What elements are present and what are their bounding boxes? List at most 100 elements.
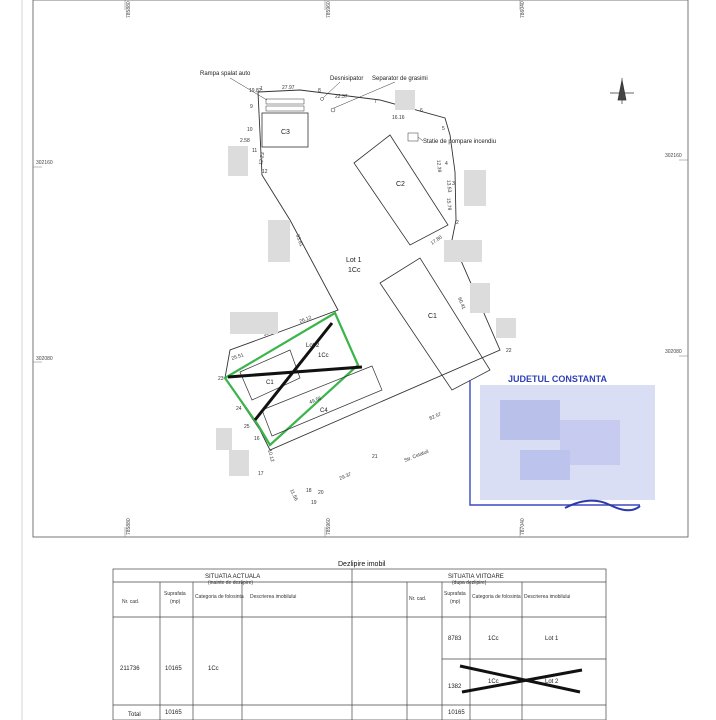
- cell-categoria: 1Cc: [208, 666, 219, 672]
- point-number: 11: [252, 148, 257, 154]
- building-c3: [261, 112, 309, 148]
- lot2-category: 1Cc: [318, 353, 329, 359]
- grid-label: 787040: [520, 518, 526, 535]
- dimension-label: 11.56: [288, 488, 299, 502]
- dimension-label: 16.16: [392, 115, 405, 121]
- point-number: 23: [218, 376, 224, 382]
- grid-label: 302080: [36, 356, 53, 362]
- north-arrow-icon: [610, 78, 634, 104]
- col-header: Nr. cad.: [409, 596, 426, 602]
- plan-frame: [32, 0, 689, 538]
- stamp-text: JUDETUL CONSTANTA: [508, 374, 608, 384]
- building-c1: [379, 257, 491, 391]
- cell-suprafata: 10165: [165, 666, 182, 672]
- col-header: Categoria de folosinta: [195, 594, 244, 600]
- dimension-label: 12.23: [258, 152, 266, 166]
- point-number: 19: [311, 500, 317, 506]
- point-number: 4: [445, 161, 448, 167]
- point-number: 3: [452, 181, 455, 187]
- point-number: 5: [442, 126, 445, 132]
- viitoare-header: SITUATIA VIITOARE: [448, 574, 504, 580]
- dimension-label: 82.57: [429, 412, 443, 422]
- dimension-label: 60.41: [456, 297, 466, 311]
- grid-label: 785960: [326, 518, 332, 535]
- point-number: 17: [258, 471, 264, 477]
- point-number: 12: [262, 169, 268, 175]
- point-number: 16: [254, 436, 260, 442]
- redacted-patch: [216, 90, 516, 476]
- dimension-label: 12.39: [435, 160, 442, 173]
- building-label: C2: [396, 181, 405, 188]
- cell-categoria: 1Cc: [488, 679, 499, 685]
- street-label: Str. Cetatuii: [404, 449, 430, 464]
- grid-label: 302160: [665, 153, 682, 159]
- point-number: 10: [247, 127, 253, 133]
- total-label: Total: [128, 712, 141, 718]
- grid-label: 786040: [520, 1, 526, 18]
- point-number: 8: [318, 88, 321, 94]
- dimension-label: 29.37: [339, 472, 353, 482]
- grid-label: 785880: [126, 518, 132, 535]
- dimension-label: 26.12: [299, 315, 313, 325]
- point-number: 2: [456, 220, 459, 226]
- cell-categoria: 1Cc: [488, 636, 499, 642]
- col-header: (mp): [450, 599, 461, 605]
- col-header: Descrierea imobilului: [250, 594, 296, 600]
- separator-symbol: [320, 97, 324, 101]
- cell-descriere: Lot 1: [545, 636, 559, 642]
- dimension-label: 49.56: [309, 396, 323, 406]
- grid-ticks: [33, 0, 688, 537]
- point-number: 1: [260, 86, 263, 92]
- grid-label: 785880: [126, 1, 132, 18]
- desnisipator-symbol: [330, 107, 336, 113]
- col-header: Categoria de folosinta: [472, 594, 521, 600]
- col-header: (mp): [170, 599, 181, 605]
- lot1-label: Lot 1: [346, 257, 362, 264]
- rampa-label: Rampa spalat auto: [200, 71, 251, 77]
- grid-label: 302160: [36, 160, 53, 166]
- building-c1-small: [239, 349, 301, 401]
- cell-nrcad: 211736: [120, 666, 140, 672]
- dimension-label: 22.37: [335, 94, 348, 100]
- crossout-stroke: [253, 322, 334, 421]
- dimension-label: 19.82: [249, 88, 262, 94]
- statie-label: Statie de pompare incendiu: [423, 139, 496, 145]
- building-label: C4: [320, 408, 328, 414]
- official-stamp: JUDETUL CONSTANTA: [469, 374, 655, 512]
- point-number: 18: [306, 488, 312, 494]
- point-number: 7: [374, 99, 377, 105]
- viitoare-subheader: (dupa dezlipire): [452, 580, 487, 586]
- dimension-label: 93.81: [294, 234, 304, 248]
- cell-descriere: Lot 2: [545, 679, 559, 685]
- dimension-label: 27.97: [282, 85, 295, 91]
- lot2-label: Lot 2: [306, 343, 320, 349]
- cell-suprafata: 1382: [448, 684, 462, 690]
- col-header: Suprafata: [164, 591, 186, 597]
- separator-label: Separator de grasimi: [372, 76, 428, 82]
- point-number: 21: [372, 454, 378, 460]
- grid-label: 302080: [665, 349, 682, 355]
- dimension-label: 25.51: [231, 352, 245, 362]
- dimension-label: 15.79: [445, 198, 452, 211]
- point-number: 24: [236, 406, 242, 412]
- leader-line: [229, 77, 268, 101]
- building-label: C3: [281, 129, 290, 136]
- point-number: 20: [318, 490, 324, 496]
- point-number: 6: [420, 108, 423, 114]
- crossout-stroke: [459, 664, 581, 694]
- parcel-outline: [224, 89, 501, 451]
- col-header: Suprafata: [444, 591, 466, 597]
- building-label: C1: [428, 313, 437, 320]
- cell-suprafata: 8783: [448, 636, 462, 642]
- leader-line: [333, 81, 396, 109]
- point-number: 22: [506, 348, 512, 354]
- lot2-boundary: [223, 311, 360, 447]
- building-c2: [353, 134, 449, 246]
- actual-header: SITUATIA ACTUALA: [205, 574, 260, 580]
- desnisipator-label: Desnisipator: [330, 76, 363, 82]
- lot1-category: 1Cc: [348, 267, 361, 274]
- dimension-label: 10.12: [266, 449, 275, 463]
- actual-subheader: (inainte de dezlipire): [208, 580, 253, 586]
